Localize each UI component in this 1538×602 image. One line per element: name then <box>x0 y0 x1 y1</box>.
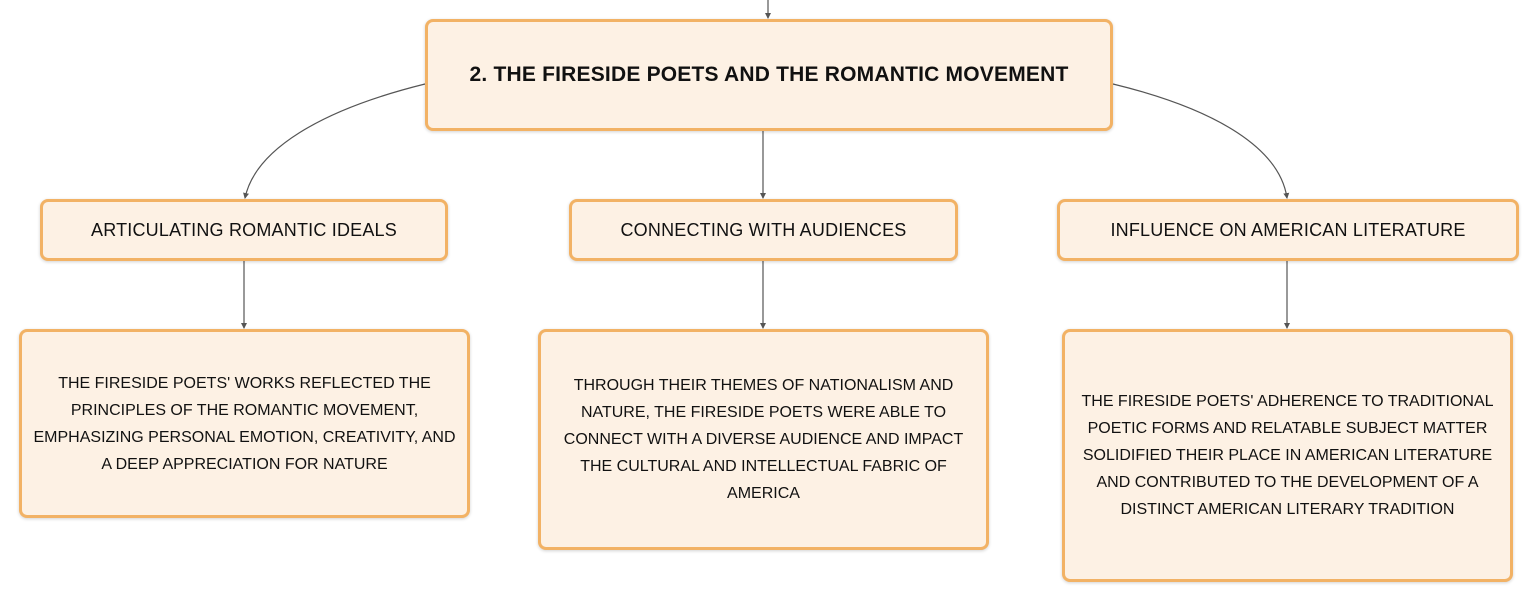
branch-node-label: ARTICULATING ROMANTIC IDEALS <box>91 219 397 240</box>
detail-node-text: THE FIRESIDE POETS' WORKS REFLECTED THE … <box>33 374 456 473</box>
root-node[interactable]: 2. THE FIRESIDE POETS AND THE ROMANTIC M… <box>425 19 1113 131</box>
branch-node-articulating-romantic-ideals[interactable]: ARTICULATING ROMANTIC IDEALS <box>40 199 448 261</box>
branch-node-connecting-with-audiences[interactable]: CONNECTING WITH AUDIENCES <box>569 199 958 261</box>
connector-root-to-branch-1 <box>243 83 426 199</box>
branch-node-influence-on-american-literature[interactable]: INFLUENCE ON AMERICAN LITERATURE <box>1057 199 1519 261</box>
detail-node-american-literature[interactable]: THE FIRESIDE POETS' ADHERENCE TO TRADITI… <box>1062 329 1513 582</box>
root-node-title: 2. THE FIRESIDE POETS AND THE ROMANTIC M… <box>469 63 1069 86</box>
branch-node-label: CONNECTING WITH AUDIENCES <box>620 219 907 240</box>
detail-node-romantic-ideals[interactable]: THE FIRESIDE POETS' WORKS REFLECTED THE … <box>19 329 470 518</box>
detail-node-text: THROUGH THEIR THEMES OF NATIONALISM AND … <box>563 377 964 502</box>
detail-node-audiences[interactable]: THROUGH THEIR THEMES OF NATIONALISM AND … <box>538 329 989 550</box>
branch-node-label: INFLUENCE ON AMERICAN LITERATURE <box>1110 219 1466 240</box>
detail-node-text: THE FIRESIDE POETS' ADHERENCE TO TRADITI… <box>1081 393 1494 518</box>
connector-root-to-branch-3 <box>1112 83 1290 199</box>
